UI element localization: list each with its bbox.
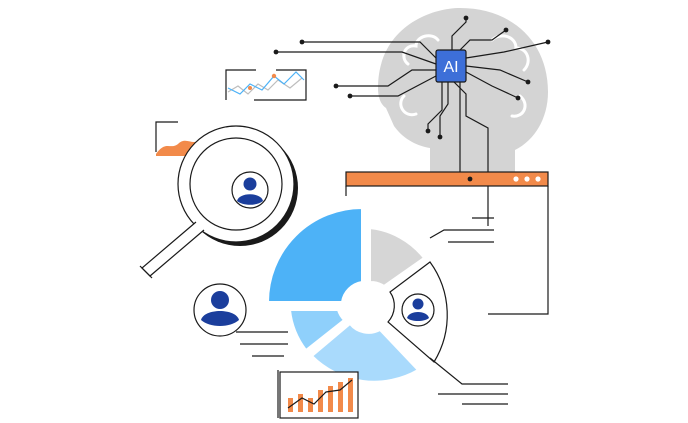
browser-window-icon [345, 171, 549, 315]
circuit-endpoints [273, 15, 551, 187]
user-avatar-icon [193, 283, 247, 337]
brain-head-icon [378, 8, 548, 172]
donut-segment-primary [266, 206, 363, 303]
donut-segment-light [288, 309, 346, 352]
line-chart-series-blue [227, 71, 305, 95]
user-avatar-icon [231, 171, 269, 209]
donut-segment-pale [310, 322, 420, 383]
bar-chart-trend-line [287, 379, 353, 409]
donut-segment-gray [369, 226, 426, 288]
ai-chip-icon: AI [435, 49, 467, 83]
line-chart-icon [225, 69, 307, 101]
user-avatar-icon [401, 293, 435, 327]
bar-chart-bars [288, 378, 353, 412]
text-placeholder-lines [236, 217, 508, 405]
circuit-lines [276, 18, 549, 226]
line-chart-series-gray [227, 77, 303, 95]
bar-chart-icon [277, 370, 359, 419]
chip-label: AI [443, 59, 458, 76]
head-silhouette [378, 8, 548, 172]
donut-chart-icon [266, 206, 448, 383]
